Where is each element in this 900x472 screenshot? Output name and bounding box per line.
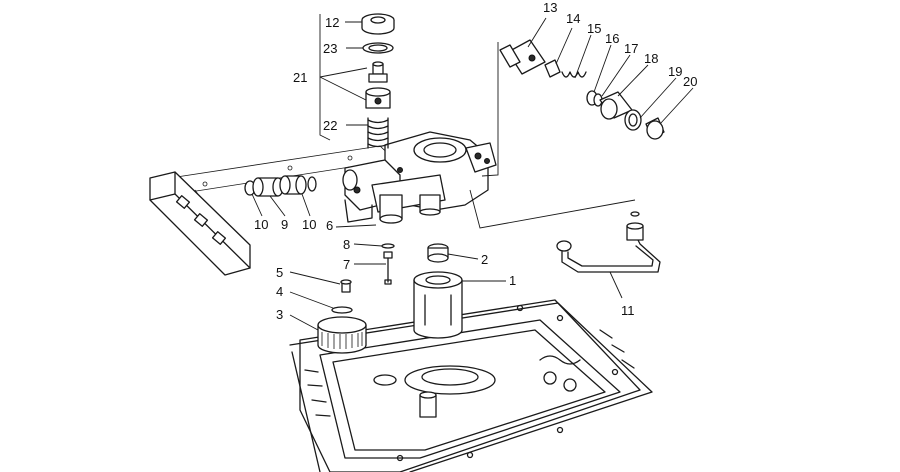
pump-body — [342, 131, 497, 224]
part-label-12: 12 — [325, 15, 339, 30]
part-label-22: 22 — [323, 118, 337, 133]
part-label-3: 3 — [276, 307, 283, 322]
group-brackets — [319, 14, 636, 229]
part-label-4: 4 — [276, 284, 283, 299]
relief-valve-stack — [361, 13, 395, 149]
part-label-11: 11 — [621, 303, 635, 318]
oil-pan — [289, 299, 653, 472]
part-label-8: 8 — [343, 237, 350, 252]
part-label-6: 6 — [326, 218, 333, 233]
part-label-13: 13 — [543, 0, 557, 15]
part-label-10-right: 10 — [302, 217, 316, 232]
sleeve-part — [244, 175, 317, 197]
part-label-2: 2 — [481, 252, 488, 267]
part-label-23: 23 — [323, 41, 337, 56]
part-label-9: 9 — [281, 217, 288, 232]
right-relief-parts — [499, 39, 665, 140]
part-label-16: 16 — [605, 31, 619, 46]
part-label-7: 7 — [343, 257, 350, 272]
part-label-20: 20 — [683, 74, 697, 89]
part-label-15: 15 — [587, 21, 601, 36]
oil-filter — [413, 243, 463, 339]
part-labels: 12 23 21 22 13 14 15 16 17 18 19 20 10 9… — [254, 0, 697, 322]
part-label-21: 21 — [293, 70, 307, 85]
leader-lines — [251, 17, 694, 331]
part-label-17: 17 — [624, 41, 638, 56]
part-label-14: 14 — [566, 11, 580, 26]
part-label-10-left: 10 — [254, 217, 268, 232]
bolt-washer — [381, 243, 395, 285]
bracket-block — [149, 171, 251, 276]
oil-pipe — [556, 211, 661, 273]
part-label-5: 5 — [276, 265, 283, 280]
part-label-19: 19 — [668, 64, 682, 79]
part-label-18: 18 — [644, 51, 658, 66]
strainer — [317, 279, 367, 354]
part-label-1: 1 — [509, 273, 516, 288]
